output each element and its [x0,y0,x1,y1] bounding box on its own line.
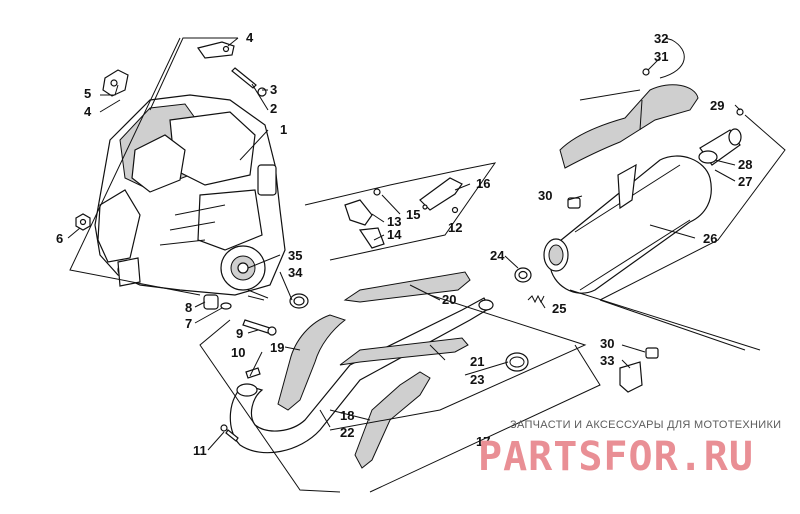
callout-18: 18 [340,408,354,423]
callout-30-bottom: 30 [600,336,614,351]
tailpipe-28 [698,128,742,166]
callout-13: 13 [387,214,401,229]
callout-12: 12 [448,220,462,235]
callout-7: 7 [185,316,192,331]
heat-shield-20 [343,271,471,303]
callout-33: 33 [600,353,614,368]
bracket-group-12 [344,177,463,249]
muffler-heat-shield-32 [559,68,699,169]
callout-1: 1 [280,122,287,137]
nut-6 [75,213,91,231]
heat-shield-21 [339,337,469,366]
clip-10 [245,367,261,379]
watermark: ЗАПЧАСТИ И АКСЕССУАРЫ ДЛЯ МОТОТЕХНИКИ PA… [478,419,781,480]
bolt-29 [736,108,744,116]
callout-30-top: 30 [538,188,552,203]
callout-15: 15 [406,207,420,222]
callout-labels: 1 2 3 4 5 4 6 8 7 9 10 11 35 34 13 14 15… [56,30,752,458]
watermark-logo: PARTSFOR.RU [478,434,754,480]
callout-16: 16 [476,176,490,191]
watermark-caption: ЗАПЧАСТИ И АКСЕССУАРЫ ДЛЯ МОТОТЕХНИКИ [510,419,781,431]
bracket-left [102,69,129,97]
callout-35: 35 [288,248,302,263]
muffler-bracket [567,163,637,210]
callout-11: 11 [193,443,207,458]
callout-23: 23 [470,372,484,387]
callout-9: 9 [236,326,243,341]
group-borders [69,37,786,493]
callout-10: 10 [231,345,245,360]
callout-19: 19 [270,340,284,355]
callout-28: 28 [738,157,752,172]
leader-lines [67,37,741,451]
heat-shield-18 [354,371,431,469]
callout-22: 22 [340,425,354,440]
engine-assembly [94,94,286,296]
callout-3: 3 [270,82,277,97]
bracket-top [197,41,235,59]
bolt-11 [220,424,239,442]
callout-14: 14 [387,227,402,242]
spring-25 [527,294,545,304]
callout-4-top: 4 [246,30,254,45]
callout-8: 8 [185,300,192,315]
callout-4-left: 4 [84,104,92,119]
bolt-2-3 [231,67,267,97]
header-pipe [229,297,494,454]
callout-27: 27 [738,174,752,189]
callout-26: 26 [703,231,717,246]
gasket-35-34 [247,289,309,309]
callout-31: 31 [654,49,668,64]
callout-24: 24 [490,248,505,263]
gasket-24 [514,267,532,283]
callout-17: 17 [476,434,490,449]
callout-34: 34 [288,265,303,280]
callout-21: 21 [470,354,484,369]
callout-2: 2 [270,101,277,116]
callout-25: 25 [552,301,566,316]
heat-shield-19 [277,314,347,411]
callout-6: 6 [56,231,63,246]
callout-32: 32 [654,31,668,46]
lower-bracket-33 [619,347,659,393]
callout-5: 5 [84,86,91,101]
spacer-8-washer-7-bolt-9 [203,294,277,336]
clamp-23 [505,352,529,372]
callout-20: 20 [442,292,456,307]
callout-29: 29 [710,98,724,113]
